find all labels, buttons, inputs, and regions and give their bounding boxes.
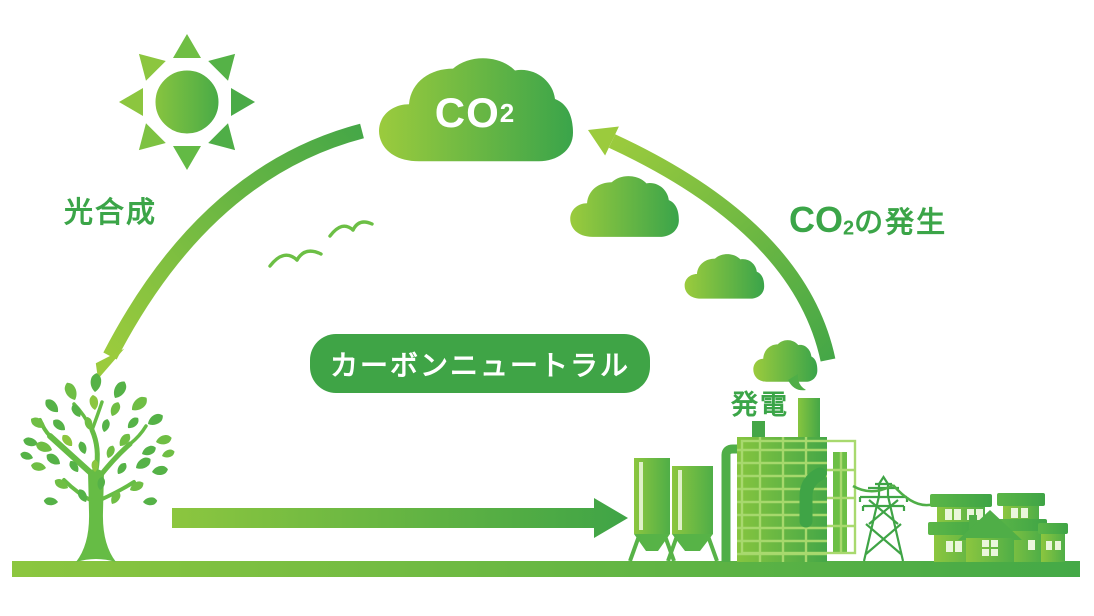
co2-gen-text: CO bbox=[789, 199, 843, 240]
co2-text: CO bbox=[434, 89, 500, 136]
carbon-neutral-badge: カーボンニュートラル bbox=[310, 334, 650, 393]
sun-icon bbox=[119, 34, 255, 170]
power-tower-icon bbox=[858, 474, 909, 562]
co2-generation-label: CO2の発生 bbox=[789, 199, 948, 240]
co2-gen-suffix: の発生 bbox=[854, 207, 948, 239]
factory-pipe bbox=[721, 444, 742, 562]
photosynthesis-label: 光合成 bbox=[64, 197, 158, 229]
arc-arrow-up-icon bbox=[588, 126, 836, 362]
silo-icon bbox=[628, 458, 719, 562]
smokestack-icon bbox=[798, 398, 820, 438]
power-generation-label: 発電 bbox=[731, 390, 789, 420]
co2-subscript: 2 bbox=[499, 98, 516, 128]
building-windows bbox=[737, 437, 827, 562]
factory-block bbox=[752, 421, 765, 437]
right-arrow-icon bbox=[172, 498, 628, 538]
cloud-icon bbox=[684, 254, 765, 299]
arc-arrow-down-icon bbox=[95, 123, 364, 379]
building-scaffold bbox=[740, 439, 857, 555]
factory-icon bbox=[628, 398, 857, 562]
ground-strip bbox=[12, 561, 1080, 577]
cloud-icon bbox=[570, 176, 679, 237]
elbow-pipe bbox=[799, 467, 827, 528]
tree-icon bbox=[19, 372, 176, 562]
smoke-cloud-icon bbox=[753, 340, 818, 391]
houses-icon bbox=[928, 493, 1068, 562]
bird-icon bbox=[268, 220, 374, 268]
co2-gen-subscript: 2 bbox=[843, 217, 855, 240]
badge-label: カーボンニュートラル bbox=[329, 349, 630, 381]
